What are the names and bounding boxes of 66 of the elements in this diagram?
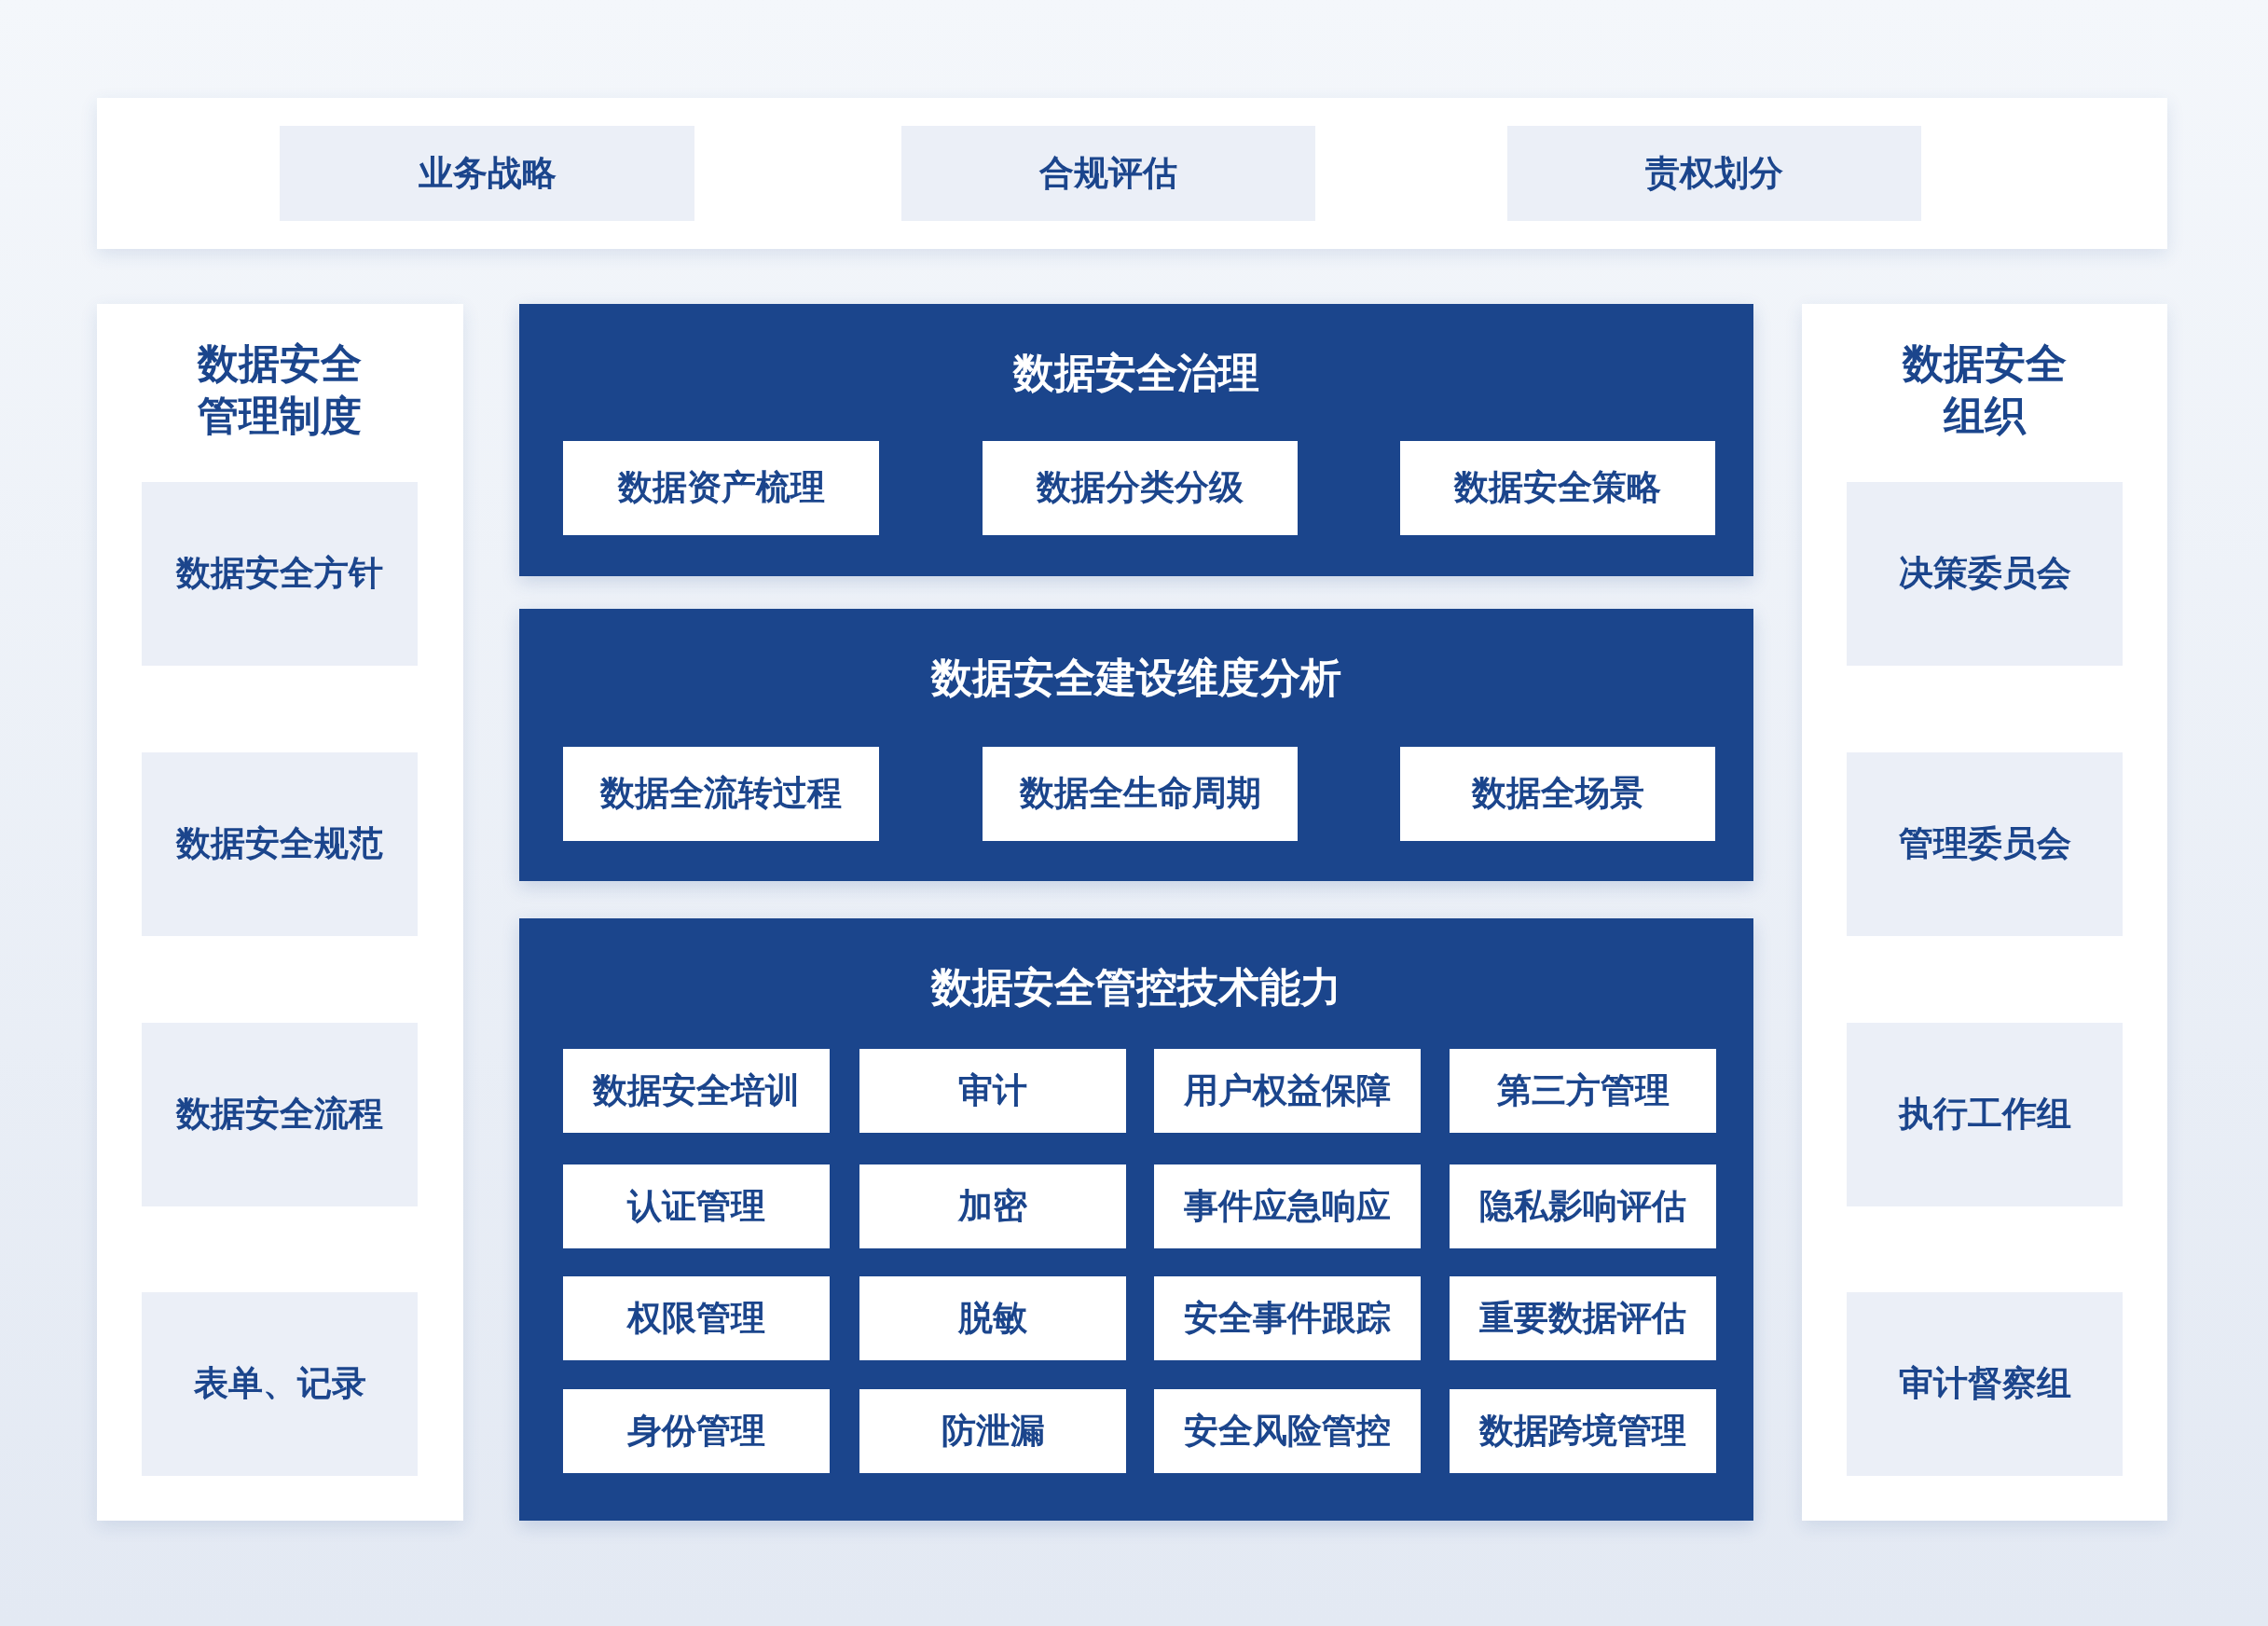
item-tile	[563, 747, 879, 841]
item-tile	[983, 441, 1298, 535]
item-label: 权限管理	[627, 1297, 765, 1339]
item-tile	[563, 1164, 830, 1248]
item-label: 数据分类分级	[1037, 467, 1244, 509]
item-tile	[563, 441, 879, 535]
section-title: 数据安全建设维度分析	[931, 654, 1341, 702]
item-label: 数据安全流程	[176, 1094, 383, 1136]
item-label: 安全事件跟踪	[1184, 1297, 1391, 1339]
item-label: 数据全生命周期	[1019, 773, 1261, 815]
item-label: 表单、记录	[193, 1363, 366, 1405]
item-tile	[563, 1389, 830, 1473]
item-label: 重要数据评估	[1479, 1297, 1686, 1339]
item-label: 用户权益保障	[1184, 1069, 1391, 1111]
item-label: 数据全流转过程	[600, 773, 842, 815]
item-label: 数据全场景	[1471, 773, 1644, 815]
item-label: 管理委员会	[1898, 823, 2071, 865]
item-tile	[1450, 1389, 1716, 1473]
section-title: 数据安全治理	[1013, 349, 1259, 397]
item-tile	[859, 1276, 1126, 1360]
item-tile	[1154, 1389, 1421, 1473]
item-label: 执行工作组	[1898, 1094, 2071, 1136]
item-label: 防泄漏	[941, 1410, 1045, 1452]
header-band	[97, 98, 2167, 249]
item-label: 数据资产梳理	[617, 467, 825, 509]
item-label: 事件应急响应	[1184, 1185, 1391, 1227]
item-label: 第三方管理	[1496, 1069, 1670, 1111]
item-label: 责权划分	[1645, 152, 1783, 194]
item-tile	[563, 1276, 830, 1360]
item-tile	[1450, 1164, 1716, 1248]
item-tile	[1154, 1276, 1421, 1360]
section-panel	[519, 304, 1753, 576]
item-label: 数据安全方针	[176, 553, 383, 595]
item-label: 隐私影响评估	[1479, 1185, 1686, 1227]
item-tile	[1400, 441, 1715, 535]
item-tile	[859, 1389, 1126, 1473]
section-title: 数据安全组织	[1901, 339, 2068, 440]
item-tile	[1154, 1164, 1421, 1248]
section-panel	[519, 609, 1753, 881]
item-label: 数据安全规范	[176, 823, 383, 865]
item-tile	[983, 747, 1298, 841]
item-tile	[859, 1164, 1126, 1248]
item-label: 身份管理	[627, 1410, 765, 1452]
section-title: 数据安全管控技术能力	[931, 963, 1341, 1012]
item-tile	[859, 1049, 1126, 1133]
item-tile	[1450, 1049, 1716, 1133]
item-label: 合规评估	[1039, 152, 1177, 194]
item-label: 审计督察组	[1898, 1363, 2071, 1405]
item-label: 业务战略	[418, 152, 557, 194]
item-tile	[563, 1049, 830, 1133]
section-panel	[519, 918, 1753, 1521]
item-label: 加密	[958, 1185, 1027, 1227]
item-label: 数据安全策略	[1454, 467, 1661, 509]
item-label: 数据安全培训	[593, 1069, 800, 1111]
item-label: 认证管理	[627, 1185, 765, 1227]
section-title: 数据安全管理制度	[196, 339, 364, 440]
section-panel	[97, 304, 463, 1521]
section-panel	[1802, 304, 2167, 1521]
item-label: 数据跨境管理	[1479, 1410, 1686, 1452]
item-tile	[1154, 1049, 1421, 1133]
item-label: 安全风险管控	[1184, 1410, 1391, 1452]
item-tile	[1400, 747, 1715, 841]
item-label: 审计	[958, 1069, 1027, 1111]
item-label: 脱敏	[958, 1297, 1027, 1339]
item-label: 决策委员会	[1898, 553, 2071, 595]
item-tile	[1450, 1276, 1716, 1360]
